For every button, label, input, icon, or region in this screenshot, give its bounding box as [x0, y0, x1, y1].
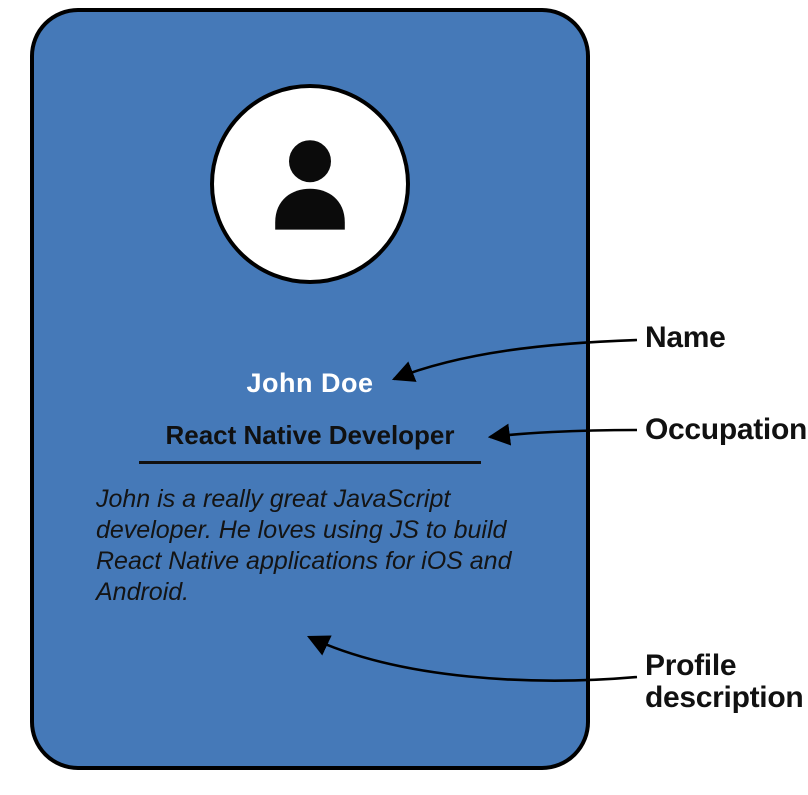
- callout-label-profile-description: Profile description: [645, 649, 804, 715]
- avatar: [210, 84, 410, 284]
- profile-card: John Doe React Native Developer John is …: [30, 8, 590, 770]
- callout-label-occupation: Occupation: [645, 413, 808, 446]
- callout-label-name: Name: [645, 321, 726, 354]
- profile-description: John is a really great JavaScript develo…: [96, 485, 512, 606]
- profile-occupation: React Native Developer: [139, 420, 481, 464]
- person-icon: [275, 140, 345, 230]
- profile-name: John Doe: [246, 368, 374, 398]
- profile-occupation-wrap: React Native Developer: [34, 420, 586, 464]
